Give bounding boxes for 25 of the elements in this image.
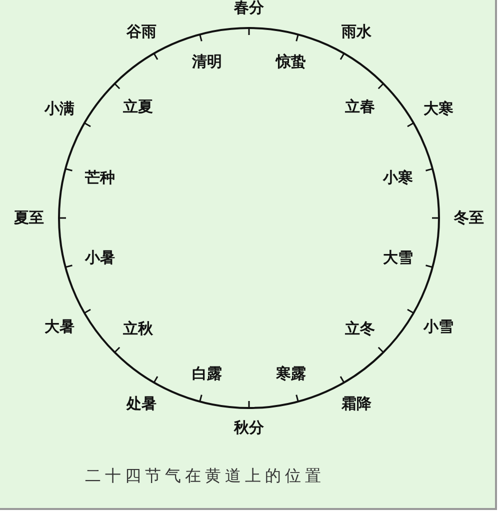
inner-term-label: 芒种 bbox=[84, 168, 115, 188]
inner-term-label: 立秋 bbox=[123, 319, 154, 338]
term-label: 冬至 bbox=[454, 208, 484, 228]
caption: 二十四节气在黄道上的位置 bbox=[85, 466, 325, 487]
inner-term-label: 白露 bbox=[192, 364, 222, 384]
term-label: 处暑 bbox=[126, 394, 156, 414]
inner-term-label: 立冬 bbox=[344, 319, 375, 338]
inner-term-label: 惊蛰 bbox=[276, 52, 306, 72]
term-label: 小满 bbox=[44, 99, 75, 118]
term-label: 大暑 bbox=[44, 318, 75, 337]
term-label: 秋分 bbox=[234, 418, 264, 438]
inner-term-label: 寒露 bbox=[276, 364, 306, 384]
term-label: 大寒 bbox=[423, 99, 454, 118]
inner-term-label: 立春 bbox=[344, 98, 375, 117]
term-label: 雨水 bbox=[342, 22, 372, 42]
inner-term-label: 小暑 bbox=[84, 248, 115, 268]
term-label: 谷雨 bbox=[126, 22, 156, 42]
inner-term-label: 大雪 bbox=[383, 248, 414, 268]
term-label: 夏至 bbox=[14, 208, 44, 228]
inner-term-label: 小寒 bbox=[383, 168, 414, 188]
term-label: 春分 bbox=[234, 0, 264, 18]
term-label: 小雪 bbox=[423, 318, 454, 337]
inner-term-label: 清明 bbox=[192, 52, 222, 72]
inner-term-label: 立夏 bbox=[123, 98, 154, 117]
term-label: 霜降 bbox=[342, 394, 372, 414]
